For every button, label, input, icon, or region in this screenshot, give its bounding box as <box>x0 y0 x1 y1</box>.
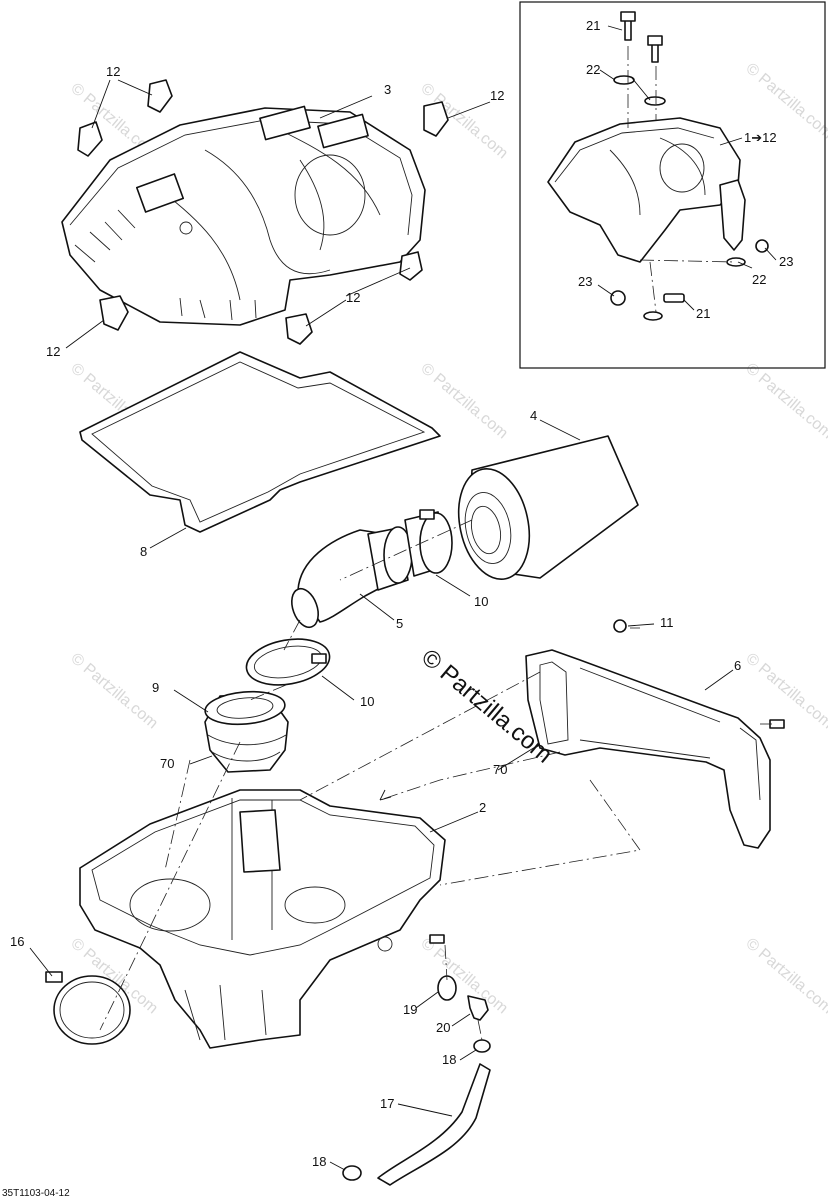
inset-frame <box>519 1 826 369</box>
callout-18: 18 <box>442 1052 456 1067</box>
part-18-clamp-lower <box>342 1165 362 1181</box>
watermark-text: © Partzilla.com <box>417 935 511 1017</box>
callout-22: 22 <box>752 272 766 287</box>
callout-3: 3 <box>384 82 391 97</box>
callout-70: 70 <box>160 756 174 771</box>
watermark-text: © Partzilla.com <box>742 650 828 732</box>
part-17-hose <box>377 1063 491 1186</box>
callout-19: 19 <box>403 1002 417 1017</box>
callout-11: 11 <box>660 615 674 630</box>
callout-23: 23 <box>578 274 592 289</box>
inset-assembly <box>547 11 769 321</box>
part-2-airbox <box>79 789 446 1049</box>
callout-20: 20 <box>436 1020 450 1035</box>
part-20-elbow <box>467 995 489 1021</box>
part-16-clamp <box>45 971 131 1045</box>
part-3-top-cover <box>61 105 426 326</box>
watermark-text: © Partzilla.com <box>742 935 828 1017</box>
callout-5: 5 <box>396 616 403 631</box>
callout-1-to-12: 1➔12 <box>744 130 777 145</box>
part-10-clamp-lower <box>245 638 331 686</box>
part-4-air-filter <box>457 435 639 581</box>
part-9-boot <box>204 690 289 773</box>
callout-12: 12 <box>490 88 504 103</box>
callout-21: 21 <box>696 306 710 321</box>
callout-12: 12 <box>46 344 60 359</box>
callout-labels: 3 12 12 12 12 8 4 5 10 10 9 70 70 11 6 2… <box>10 18 793 1169</box>
callout-8: 8 <box>140 544 147 559</box>
watermark-text: © Partzilla.com <box>742 360 828 442</box>
callout-16: 16 <box>10 934 24 949</box>
part-18-clamp-upper <box>473 1039 491 1053</box>
callout-6: 6 <box>734 658 741 673</box>
callout-70: 70 <box>493 762 507 777</box>
callout-2: 2 <box>479 800 486 815</box>
callout-12: 12 <box>346 290 360 305</box>
assembly-lines <box>99 519 641 1041</box>
leader-lines <box>29 25 777 1171</box>
callout-18: 18 <box>312 1154 326 1169</box>
callout-4: 4 <box>530 408 537 423</box>
callout-10: 10 <box>474 594 488 609</box>
part-8-gasket <box>79 351 441 533</box>
callout-21: 21 <box>586 18 600 33</box>
part-6-intake-duct <box>525 619 785 849</box>
callout-23: 23 <box>779 254 793 269</box>
part-5-duct <box>291 509 453 629</box>
watermark-text: © Partzilla.com <box>67 650 161 732</box>
callout-17: 17 <box>380 1096 394 1111</box>
callout-9: 9 <box>152 680 159 695</box>
part-12-clips <box>77 79 449 345</box>
callout-10: 10 <box>360 694 374 709</box>
callout-22: 22 <box>586 62 600 77</box>
drawing-code: 35T1103-04-12 <box>2 1188 70 1199</box>
callout-12: 12 <box>106 64 120 79</box>
